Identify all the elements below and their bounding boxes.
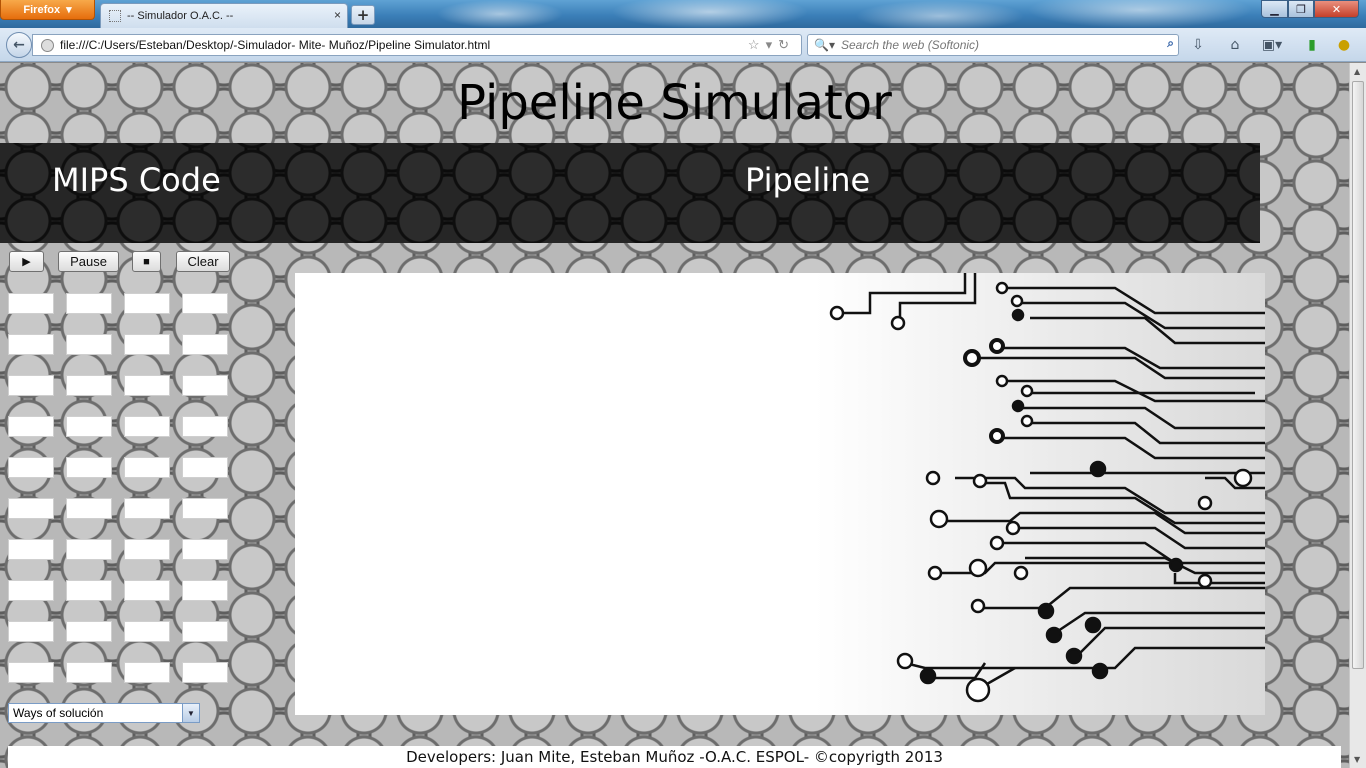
chevron-down-icon[interactable]: ▾ bbox=[765, 37, 779, 52]
code-cell-input[interactable] bbox=[124, 580, 170, 601]
code-cell-input[interactable] bbox=[124, 334, 170, 355]
minimize-button[interactable]: ▁ bbox=[1261, 0, 1288, 18]
magnifier-icon[interactable]: ⌕ bbox=[1167, 36, 1174, 50]
page-favicon-icon bbox=[109, 10, 121, 22]
code-cell-input[interactable] bbox=[66, 662, 112, 683]
pause-button[interactable]: Pause bbox=[58, 251, 119, 272]
home-icon[interactable]: ⌂ bbox=[1230, 37, 1240, 53]
play-button[interactable]: ▶ bbox=[9, 251, 44, 272]
url-text: file:///C:/Users/Esteban/Desktop/-Simula… bbox=[60, 38, 491, 52]
code-cell-input[interactable] bbox=[66, 334, 112, 355]
search-engine-icon[interactable]: 🔍▾ bbox=[814, 38, 835, 52]
code-cell-input[interactable] bbox=[66, 498, 112, 519]
code-cell-input[interactable] bbox=[182, 375, 228, 396]
code-cell-input[interactable] bbox=[182, 334, 228, 355]
code-cell-input[interactable] bbox=[66, 621, 112, 642]
download-icon[interactable]: ⇩ bbox=[1192, 37, 1204, 53]
pipeline-display bbox=[295, 273, 1265, 715]
star-icon[interactable]: ☆ bbox=[747, 37, 766, 52]
code-cell-input[interactable] bbox=[8, 621, 54, 642]
code-cell-input[interactable] bbox=[66, 539, 112, 560]
ways-select-value: Ways of solución bbox=[13, 706, 104, 720]
footer-credits: Developers: Juan Mite, Esteban Muñoz -O.… bbox=[8, 746, 1341, 768]
code-cell-input[interactable] bbox=[8, 334, 54, 355]
mips-code-grid bbox=[8, 293, 230, 683]
code-cell-input[interactable] bbox=[8, 457, 54, 478]
close-tab-icon[interactable]: × bbox=[333, 8, 341, 22]
pipeline-heading: Pipeline bbox=[745, 161, 871, 199]
code-cell-input[interactable] bbox=[66, 580, 112, 601]
code-cell-input[interactable] bbox=[124, 416, 170, 437]
vertical-scrollbar[interactable]: ▲ ▼ bbox=[1349, 63, 1366, 768]
code-cell-input[interactable] bbox=[124, 662, 170, 683]
clear-button[interactable]: Clear bbox=[176, 251, 230, 272]
bookmarks-menu-icon[interactable]: ▣▾ bbox=[1261, 37, 1283, 53]
mips-code-heading: MIPS Code bbox=[52, 161, 221, 199]
code-cell-input[interactable] bbox=[8, 662, 54, 683]
firefox-menu-label: Firefox bbox=[23, 3, 61, 16]
signal-bars-icon[interactable]: ▮ bbox=[1308, 37, 1316, 53]
code-cell-input[interactable] bbox=[66, 457, 112, 478]
stop-button[interactable]: ■ bbox=[132, 251, 161, 272]
chevron-down-icon[interactable]: ▼ bbox=[182, 704, 199, 722]
code-cell-input[interactable] bbox=[182, 580, 228, 601]
code-cell-input[interactable] bbox=[8, 375, 54, 396]
code-cell-input[interactable] bbox=[8, 293, 54, 314]
firefox-menu-button[interactable]: Firefox ▾ bbox=[0, 0, 95, 20]
code-cell-input[interactable] bbox=[8, 498, 54, 519]
code-cell-input[interactable] bbox=[182, 662, 228, 683]
new-tab-button[interactable]: + bbox=[351, 5, 375, 25]
code-cell-input[interactable] bbox=[182, 457, 228, 478]
back-button[interactable]: ← bbox=[6, 32, 32, 58]
code-cell-input[interactable] bbox=[66, 293, 112, 314]
code-cell-input[interactable] bbox=[124, 375, 170, 396]
code-cell-input[interactable] bbox=[66, 416, 112, 437]
code-cell-input[interactable] bbox=[124, 539, 170, 560]
header-band bbox=[0, 143, 1260, 243]
code-cell-input[interactable] bbox=[124, 293, 170, 314]
globe-icon bbox=[41, 38, 54, 52]
reload-icon[interactable]: ↻ bbox=[778, 37, 795, 52]
search-bar[interactable]: 🔍▾ Search the web (Softonic) ⌕ bbox=[807, 34, 1179, 56]
code-cell-input[interactable] bbox=[66, 375, 112, 396]
code-cell-input[interactable] bbox=[124, 498, 170, 519]
page-title: Pipeline Simulator bbox=[457, 75, 892, 131]
scroll-up-icon[interactable]: ▲ bbox=[1354, 67, 1361, 76]
scrollbar-thumb[interactable] bbox=[1352, 81, 1364, 669]
browser-tab[interactable]: -- Simulador O.A.C. -- × bbox=[100, 3, 348, 28]
ways-of-solution-select[interactable]: Ways of solución ▼ bbox=[8, 703, 200, 723]
code-cell-input[interactable] bbox=[182, 539, 228, 560]
code-cell-input[interactable] bbox=[124, 621, 170, 642]
chevron-down-icon: ▾ bbox=[66, 4, 72, 16]
tab-title: -- Simulador O.A.C. -- bbox=[127, 10, 234, 22]
window-titlebar: Firefox ▾ -- Simulador O.A.C. -- × + ▁ ❐… bbox=[0, 0, 1366, 28]
code-cell-input[interactable] bbox=[8, 580, 54, 601]
code-cell-input[interactable] bbox=[182, 293, 228, 314]
code-cell-input[interactable] bbox=[8, 539, 54, 560]
code-cell-input[interactable] bbox=[8, 416, 54, 437]
close-window-button[interactable]: ✕ bbox=[1314, 0, 1359, 18]
scroll-down-icon[interactable]: ▼ bbox=[1354, 755, 1361, 764]
code-cell-input[interactable] bbox=[182, 621, 228, 642]
address-bar[interactable]: file:///C:/Users/Esteban/Desktop/-Simula… bbox=[32, 34, 802, 56]
arrow-left-icon: ← bbox=[13, 37, 25, 53]
navigation-toolbar: ← file:///C:/Users/Esteban/Desktop/-Simu… bbox=[0, 28, 1366, 62]
page-content: Pipeline Simulator MIPS Code Pipeline ▶ … bbox=[0, 63, 1349, 768]
titlebar-background bbox=[380, 0, 1366, 28]
code-cell-input[interactable] bbox=[182, 498, 228, 519]
search-placeholder: Search the web (Softonic) bbox=[840, 38, 980, 52]
maximize-button[interactable]: ❐ bbox=[1288, 0, 1314, 18]
code-cell-input[interactable] bbox=[182, 416, 228, 437]
circuit-board-image bbox=[815, 273, 1265, 715]
code-cell-input[interactable] bbox=[124, 457, 170, 478]
addon-icon[interactable]: ● bbox=[1337, 37, 1351, 53]
